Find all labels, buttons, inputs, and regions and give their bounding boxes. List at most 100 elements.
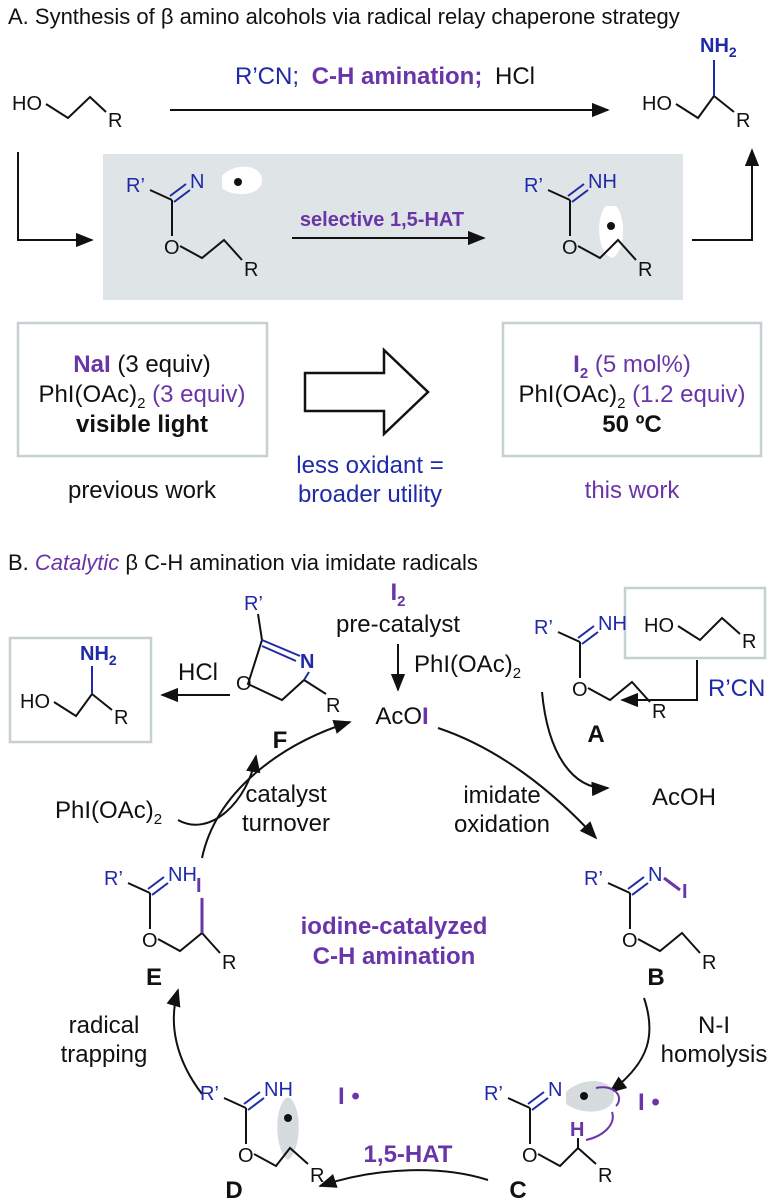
previous-line3: visible light	[76, 411, 208, 438]
current-line1: I2 (5 mol%)	[573, 351, 691, 382]
svg-text:N: N	[300, 651, 314, 673]
imidate-oxidation-1: imidate	[463, 782, 540, 809]
current-line3: 50 ºC	[602, 411, 661, 438]
current-caption: this work	[585, 477, 681, 504]
this-work-box	[501, 321, 763, 458]
hat-bottom-label: 1,5-HAT	[364, 1141, 453, 1168]
down-right-arrow	[17, 152, 94, 248]
catalyst-turnover-2: turnover	[242, 810, 330, 837]
svg-text:R: R	[702, 952, 716, 974]
hat-bottom-arrow	[318, 1169, 489, 1188]
cycle-arrow-ab	[437, 727, 598, 840]
top-condition-label: R’CN; C-H amination; HCl	[235, 63, 535, 90]
homolysis-2: homolysis	[661, 1041, 768, 1068]
p-orbital	[277, 1098, 299, 1160]
half-arrow-2	[585, 1111, 614, 1141]
svg-text:D: D	[225, 1177, 242, 1202]
hcl-label: HCl	[178, 659, 218, 686]
svg-text:R: R	[114, 707, 128, 729]
start-alcohol-b: HO R	[644, 615, 756, 653]
svg-text:HO: HO	[20, 691, 50, 713]
svg-text:N: N	[548, 1079, 562, 1101]
svg-text:NH: NH	[598, 613, 627, 635]
svg-text:F: F	[273, 727, 288, 754]
rcn-label: R’CN	[708, 675, 765, 702]
svg-text:R’: R’	[244, 593, 263, 615]
imidate-radical-right: R’ NH O R	[524, 171, 652, 281]
middle-caption-line2: broader utility	[298, 481, 442, 508]
phioac-top: PhI(OAc)2	[414, 651, 521, 682]
center-label-2: C-H amination	[313, 943, 476, 970]
homolysis-1: N-I	[698, 1012, 730, 1039]
radical-trapping-arrow	[166, 988, 203, 1095]
svg-text:N: N	[648, 864, 662, 886]
svg-text:HO: HO	[642, 93, 672, 115]
svg-text:R: R	[652, 701, 666, 723]
svg-text:R: R	[598, 1165, 612, 1187]
svg-text:O: O	[164, 237, 180, 259]
n-orbital	[566, 1081, 614, 1112]
svg-text:R: R	[244, 259, 258, 281]
right-up-arrow	[692, 148, 760, 241]
svg-text:R: R	[108, 110, 122, 132]
svg-text:NH2: NH2	[80, 643, 117, 668]
imidate-radical-left: R’ N O R	[126, 166, 262, 281]
center-label-1: iodine-catalyzed	[301, 913, 488, 940]
svg-text:NH: NH	[168, 864, 197, 886]
svg-text:I: I	[196, 875, 202, 897]
homolysis-arrow	[608, 997, 651, 1094]
half-arrow-1	[595, 1086, 621, 1107]
radical-dot	[234, 178, 242, 186]
product-box	[8, 636, 153, 744]
svg-text:R’: R’	[534, 617, 553, 639]
imidate-radical-c: R’ N O H R C	[484, 1079, 621, 1202]
previous-line2: PhI(OAc)2 (3 equiv)	[38, 381, 245, 412]
svg-text:R’: R’	[584, 868, 603, 890]
svg-text:O: O	[522, 1145, 538, 1167]
oxazoline-f: R’ N O R F	[236, 593, 340, 754]
iodide-e: R’ NH O I R E	[104, 864, 236, 991]
svg-text:R’: R’	[524, 175, 543, 197]
svg-text:R’: R’	[484, 1083, 503, 1105]
product-b: HO NH2 R	[20, 643, 128, 729]
f-exit-arrow	[177, 754, 261, 826]
catalyst-turnover-1: catalyst	[245, 781, 327, 808]
rcn-arrow	[620, 660, 698, 708]
svg-text:R: R	[222, 952, 236, 974]
acoh-label: AcOH	[652, 784, 716, 811]
middle-caption-line1: less oxidant =	[296, 452, 443, 479]
hat-grey-box	[103, 154, 683, 300]
radical-trapping-1: radical	[69, 1012, 140, 1039]
radical-dot-2	[607, 222, 615, 230]
radical-dot-c	[580, 1092, 588, 1100]
current-line2: PhI(OAc)2 (1.2 equiv)	[518, 381, 745, 412]
imidate-oxidation-2: oxidation	[454, 811, 550, 838]
svg-text:O: O	[236, 673, 252, 695]
svg-text:O: O	[622, 930, 638, 952]
cycle-arrow-ea	[201, 719, 352, 859]
start-alcohol-box	[623, 586, 767, 660]
svg-text:HO: HO	[12, 93, 42, 115]
svg-text:R: R	[638, 259, 652, 281]
svg-text:E: E	[146, 964, 162, 991]
imidate-a: R’ NH O R A	[534, 613, 666, 748]
svg-text:R: R	[736, 110, 750, 132]
svg-text:NH: NH	[588, 171, 617, 193]
previous-caption: previous work	[68, 477, 217, 504]
svg-text:O: O	[572, 679, 588, 701]
starting-alcohol-structure: HO R	[12, 93, 122, 132]
a-entry-arrow	[541, 691, 610, 797]
svg-text:O: O	[142, 930, 158, 952]
block-arrow	[303, 347, 430, 437]
svg-text:NH: NH	[264, 1079, 293, 1101]
radical-orbital-white-2	[599, 206, 624, 258]
radical-dot-d	[284, 1114, 292, 1122]
radical-trapping-2: trapping	[61, 1041, 148, 1068]
svg-text:NH2: NH2	[700, 35, 737, 60]
svg-text:O: O	[562, 237, 578, 259]
svg-text:C: C	[509, 1177, 526, 1202]
carbon-radical-d: R’ NH O R D	[200, 1079, 324, 1202]
i2-label: I2	[390, 579, 405, 610]
n-iodo-imidate-b: R’ N I O R B	[584, 864, 716, 991]
previous-work-box	[16, 321, 269, 458]
